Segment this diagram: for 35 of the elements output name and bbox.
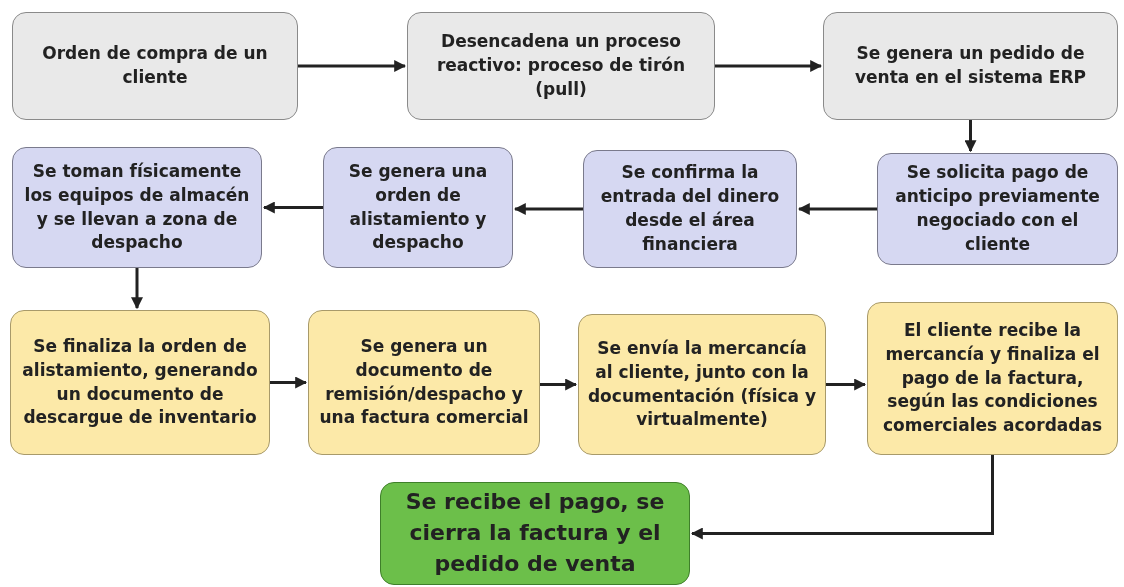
arrow (131, 268, 143, 310)
box-text: Se genera un documento de remisión/despacho y una factura comercial (318, 334, 530, 430)
process-box (308, 310, 540, 455)
arrow (298, 60, 407, 72)
box-text: Orden de compra de un cliente (41, 42, 269, 89)
process-box (12, 12, 298, 120)
box-text: Se solicita pago de anticipo previamente negociado con el cliente (894, 161, 1101, 256)
process-box (380, 482, 690, 585)
box-text: El cliente recibe la mercancía y finaliza el pago de la factura, según las condiciones comerciales acordadas (881, 319, 1104, 438)
box-text: Se recibe el pago, se cierra la factura y el pedido de venta (404, 488, 666, 578)
process-box (877, 153, 1118, 265)
box-text: Se confirma la entrada del dinero desde el área financiera (599, 161, 781, 256)
arrow (690, 455, 994, 540)
arrow (513, 203, 583, 215)
arrow (715, 60, 823, 72)
process-box (578, 314, 826, 455)
arrow (262, 201, 323, 214)
box-text: Se toman físicamente los equipos de almacén y se llevan a zona de despacho (23, 159, 251, 255)
arrow (540, 378, 578, 391)
process-box (407, 12, 715, 120)
process-box (323, 147, 513, 268)
process-box (12, 147, 262, 268)
box-text: Desencadena un proceso reactivo: proceso de tirón (pull) (435, 30, 687, 101)
arrow (270, 376, 308, 389)
box-text: Se genera una orden de alistamiento y despacho (347, 159, 489, 255)
arrow (964, 120, 977, 153)
process-box (10, 310, 270, 455)
arrow (797, 203, 877, 215)
box-text: Se finaliza la orden de alistamiento, generando un documento de descargue de inventario (21, 334, 259, 430)
arrow (826, 378, 867, 391)
process-box (583, 150, 797, 268)
process-box (823, 12, 1118, 120)
process-box (867, 302, 1118, 455)
box-text: Se envía la mercancía al cliente, junto con la documentación (física y virtualmente) (587, 336, 817, 432)
box-text: Se genera un pedido de venta en el sistema ERP (853, 42, 1087, 89)
